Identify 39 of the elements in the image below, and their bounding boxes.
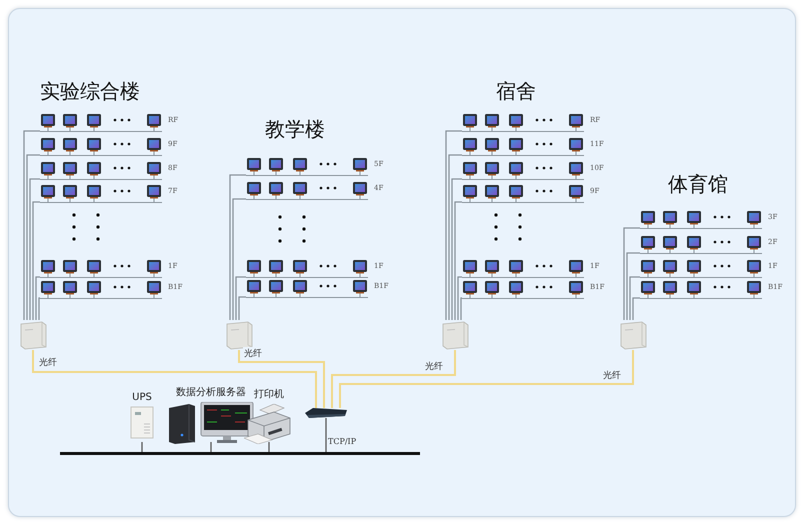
cable-line xyxy=(632,297,640,320)
edge-label: 光纤 xyxy=(243,347,263,360)
cable-line xyxy=(626,252,640,320)
cable-line xyxy=(38,297,40,320)
cable-line xyxy=(629,276,640,320)
fiber-cable xyxy=(32,350,317,408)
cable-line xyxy=(445,130,462,320)
edge-label: 光纤 xyxy=(602,369,622,382)
cable-line xyxy=(454,201,462,320)
edge-label: 光纤 xyxy=(424,360,444,373)
edge-label: 光纤 xyxy=(38,356,58,369)
cable-line xyxy=(210,442,212,452)
building-title: 实验综合楼 xyxy=(40,78,140,105)
cable-line xyxy=(141,442,143,452)
cable-line xyxy=(235,276,246,320)
cable-line xyxy=(29,178,40,320)
building-title: 宿舍 xyxy=(496,78,536,105)
cable-line xyxy=(457,276,462,320)
cable-line xyxy=(460,297,462,320)
cable-line xyxy=(35,276,40,320)
cable-line xyxy=(26,154,40,320)
cable-line xyxy=(232,198,246,320)
fiber-cable xyxy=(331,350,456,408)
device-label: 打印机 xyxy=(253,388,285,401)
device-label: UPS xyxy=(131,392,153,403)
cable-line xyxy=(451,178,462,320)
cable-line xyxy=(32,201,40,320)
cable-line xyxy=(448,154,462,320)
cable-line xyxy=(623,227,640,320)
bus-label: TCP/IP xyxy=(328,437,356,446)
cable-line xyxy=(268,442,270,452)
cable-line xyxy=(23,130,40,320)
cable-line xyxy=(325,418,327,452)
fiber-cable xyxy=(238,350,325,408)
cable-line xyxy=(238,296,246,320)
building-title: 教学楼 xyxy=(265,116,325,143)
cable-line xyxy=(229,174,246,320)
fiber-cable xyxy=(339,350,634,408)
building-title: 体育馆 xyxy=(668,171,728,198)
